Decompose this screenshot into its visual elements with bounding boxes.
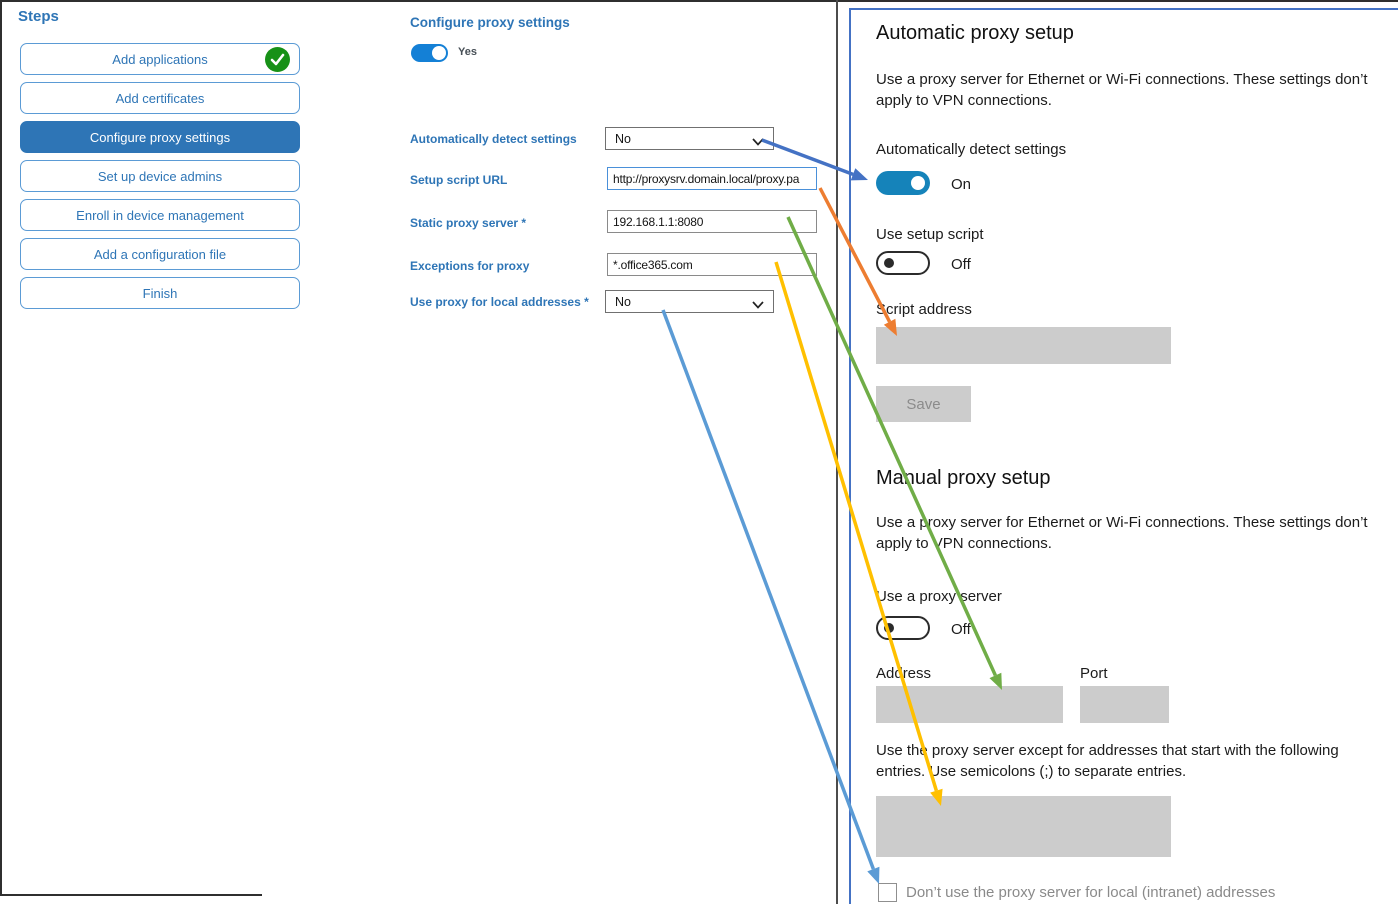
step-button-add-certificates[interactable]: Add certificates: [20, 82, 300, 114]
steps-list: Add applications Add certificates Config…: [20, 43, 300, 309]
configure-proxy-toggle-label: Yes: [458, 46, 477, 58]
window-border-left: [0, 0, 2, 896]
detect-settings-state: On: [951, 176, 972, 193]
setup-script-url-input[interactable]: [607, 167, 817, 190]
proxy-exceptions-description: Use the proxy server except for addresse…: [876, 742, 1339, 780]
steps-title: Steps: [18, 8, 59, 25]
select-value: No: [615, 131, 631, 146]
window-border-top: [0, 0, 1398, 2]
use-setup-script-label: Use setup script: [876, 226, 984, 243]
use-setup-script-state: Off: [951, 256, 971, 273]
address-input[interactable]: [876, 686, 1063, 723]
step-label: Finish: [142, 285, 178, 301]
step-button-enroll-in-device-management[interactable]: Enroll in device management: [20, 199, 300, 231]
static-proxy-server-label: Static proxy server *: [410, 216, 527, 230]
detect-settings-label: Automatically detect settings: [876, 141, 1067, 158]
script-address-input[interactable]: [876, 327, 1171, 364]
use-proxy-server-label: Use a proxy server: [876, 588, 1002, 605]
step-label: Add a configuration file: [93, 246, 227, 262]
step-label: Enroll in device management: [76, 207, 244, 223]
configure-proxy-toggle[interactable]: [411, 44, 448, 62]
automatic-proxy-setup-heading: Automatic proxy setup: [876, 22, 1074, 44]
use-proxy-server-state: Off: [951, 621, 971, 638]
step-label: Add certificates: [115, 90, 205, 106]
automatic-proxy-description: Use a proxy server for Ethernet or Wi-Fi…: [876, 71, 1368, 109]
exceptions-for-proxy-label: Exceptions for proxy: [410, 259, 530, 273]
chevron-down-icon: [752, 298, 764, 309]
save-button[interactable]: Save: [876, 386, 971, 422]
static-proxy-server-input[interactable]: [607, 210, 817, 233]
panel-divider: [836, 0, 838, 904]
manual-proxy-description: Use a proxy server for Ethernet or Wi-Fi…: [876, 514, 1368, 552]
step-button-finish[interactable]: Finish: [20, 277, 300, 309]
local-addresses-checkbox-label: Don’t use the proxy server for local (in…: [906, 884, 1276, 901]
window-border-bottom: [0, 894, 262, 896]
use-proxy-local-addresses-select[interactable]: No: [605, 290, 774, 313]
windows-proxy-settings-panel: Automatic proxy setup Use a proxy server…: [849, 8, 1398, 904]
toggle-knob: [884, 623, 894, 633]
step-label: Add applications: [112, 51, 208, 67]
toggle-knob: [911, 176, 925, 190]
step-button-configure-proxy-settings[interactable]: Configure proxy settings: [20, 121, 300, 153]
automatically-detect-settings-label: Automatically detect settings: [410, 132, 577, 146]
chevron-down-icon: [752, 135, 764, 146]
toggle-knob: [884, 258, 894, 268]
manual-proxy-setup-heading: Manual proxy setup: [876, 467, 1051, 489]
use-proxy-local-addresses-label: Use proxy for local addresses *: [410, 295, 589, 309]
script-address-label: Script address: [876, 301, 972, 318]
step-button-add-a-configuration-file[interactable]: Add a configuration file: [20, 238, 300, 270]
step-button-add-applications[interactable]: Add applications: [20, 43, 300, 75]
toggle-knob: [432, 46, 446, 60]
step-label: Set up device admins: [97, 168, 223, 184]
form-title: Configure proxy settings: [410, 15, 570, 30]
select-value: No: [615, 294, 631, 309]
use-proxy-server-toggle[interactable]: [876, 616, 930, 640]
step-label: Configure proxy settings: [89, 129, 231, 145]
exceptions-for-proxy-input[interactable]: [607, 253, 817, 276]
use-setup-script-toggle[interactable]: [876, 251, 930, 275]
setup-script-url-label: Setup script URL: [410, 173, 508, 187]
port-label: Port: [1080, 665, 1108, 682]
address-label: Address: [876, 665, 932, 682]
proxy-exceptions-input[interactable]: [876, 796, 1171, 857]
step-button-set-up-device-admins[interactable]: Set up device admins: [20, 160, 300, 192]
automatically-detect-settings-select[interactable]: No: [605, 127, 774, 150]
local-addresses-mapping-arrow: [661, 309, 876, 870]
port-input[interactable]: [1080, 686, 1169, 723]
completed-check-icon: [265, 47, 290, 72]
detect-settings-toggle[interactable]: [876, 171, 930, 195]
local-addresses-checkbox[interactable]: [878, 883, 897, 902]
